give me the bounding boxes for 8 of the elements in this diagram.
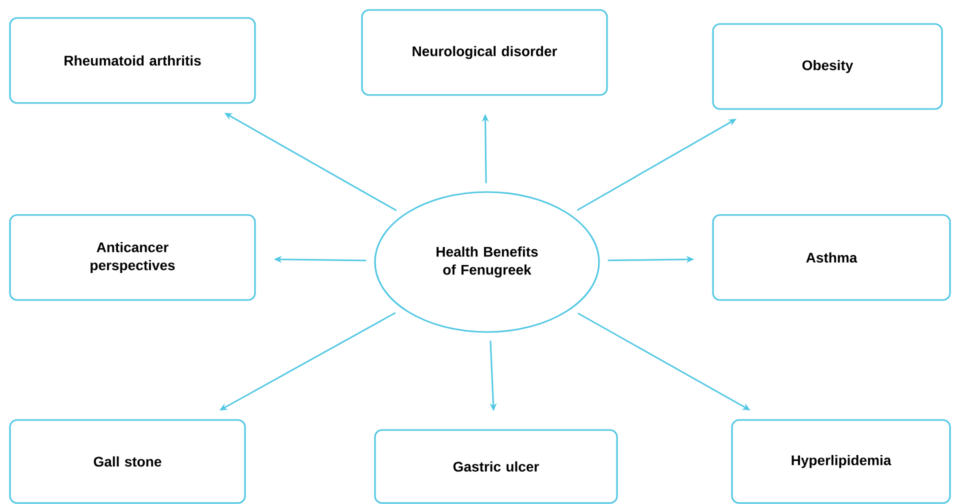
benefit-box: Gall stone [9,419,246,504]
benefit-box: Obesity [712,23,943,110]
benefit-box: Rheumatoid arthritis [9,17,256,104]
benefit-box: Asthma [712,214,951,301]
benefit-box: Hyperlipidemia [731,419,951,504]
benefit-box: Anticancer perspectives [9,214,256,301]
benefit-box: Gastric ulcer [374,429,618,504]
benefit-box: Neurological disorder [361,9,608,96]
